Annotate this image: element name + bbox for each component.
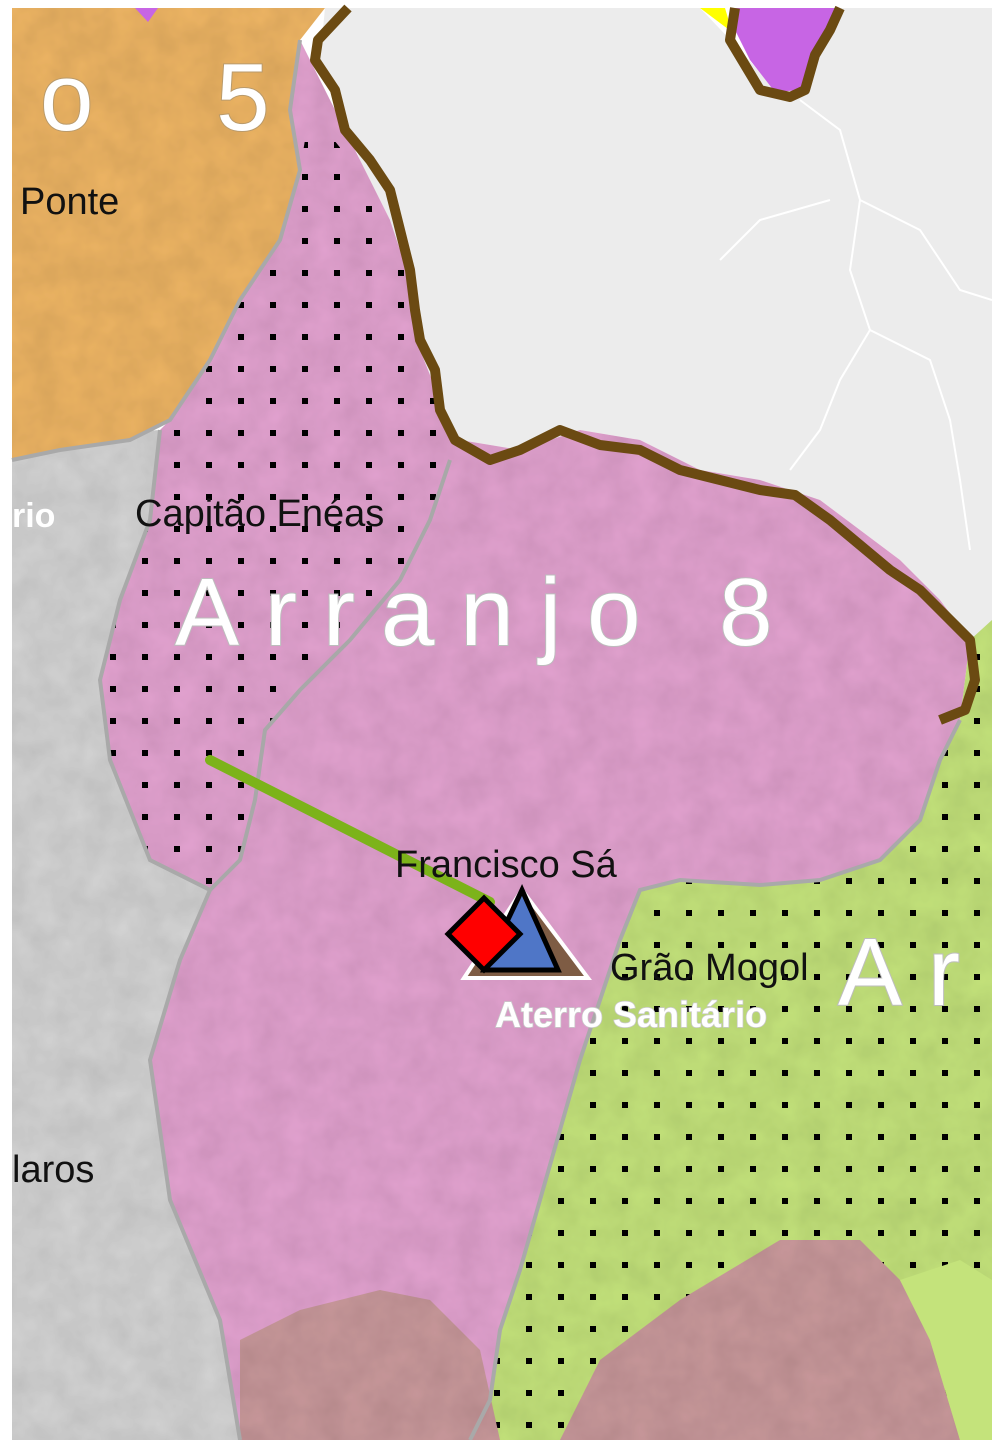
label-rio: rio: [12, 497, 55, 535]
region-label-arranjo8: Arranjo 8: [175, 559, 799, 666]
region-arranjo5: [12, 8, 325, 460]
boundary-gray-2: [97, 429, 242, 1441]
dotted-area-capitao-eneas: [100, 110, 450, 890]
region-bottom-right: [560, 1240, 960, 1440]
label-claros: laros: [12, 1149, 94, 1191]
region-top-yellow: [700, 8, 732, 32]
boundary-gray: [11, 39, 303, 462]
region-label-arranjo-right: Ar: [838, 919, 986, 1026]
region-top-purple-right: [735, 8, 835, 92]
boundary-gray-3: [468, 719, 962, 1441]
label-ponte: Ponte: [20, 181, 119, 223]
route-line: [205, 755, 495, 907]
label-francisco-sa: Francisco Sá: [395, 844, 618, 886]
region-bottom: [240, 1290, 500, 1440]
boundary-brown-top: [725, 5, 845, 102]
label-grao-mogol: Grão Mogol: [610, 947, 809, 989]
label-capitao-eneas: Capitão Enéas: [135, 493, 384, 535]
landfill-marker[interactable]: [444, 884, 592, 980]
boundary-capitao-eneas: [208, 459, 452, 892]
region-neutral-gray: [12, 430, 240, 1440]
region-neutral-light: [320, 8, 992, 660]
label-aterro-sanitario: Aterro Sanitário: [495, 994, 767, 1035]
region-top-purple-left: [135, 8, 158, 22]
marker-red-diamond: [444, 894, 524, 974]
region-bottom-right-green: [900, 1260, 992, 1440]
dotted-area-right: [470, 620, 992, 1440]
municipal-lines: [719, 99, 992, 551]
region-label-arranjo5: o 5: [40, 44, 317, 151]
boundary-brown: [310, 4, 980, 725]
